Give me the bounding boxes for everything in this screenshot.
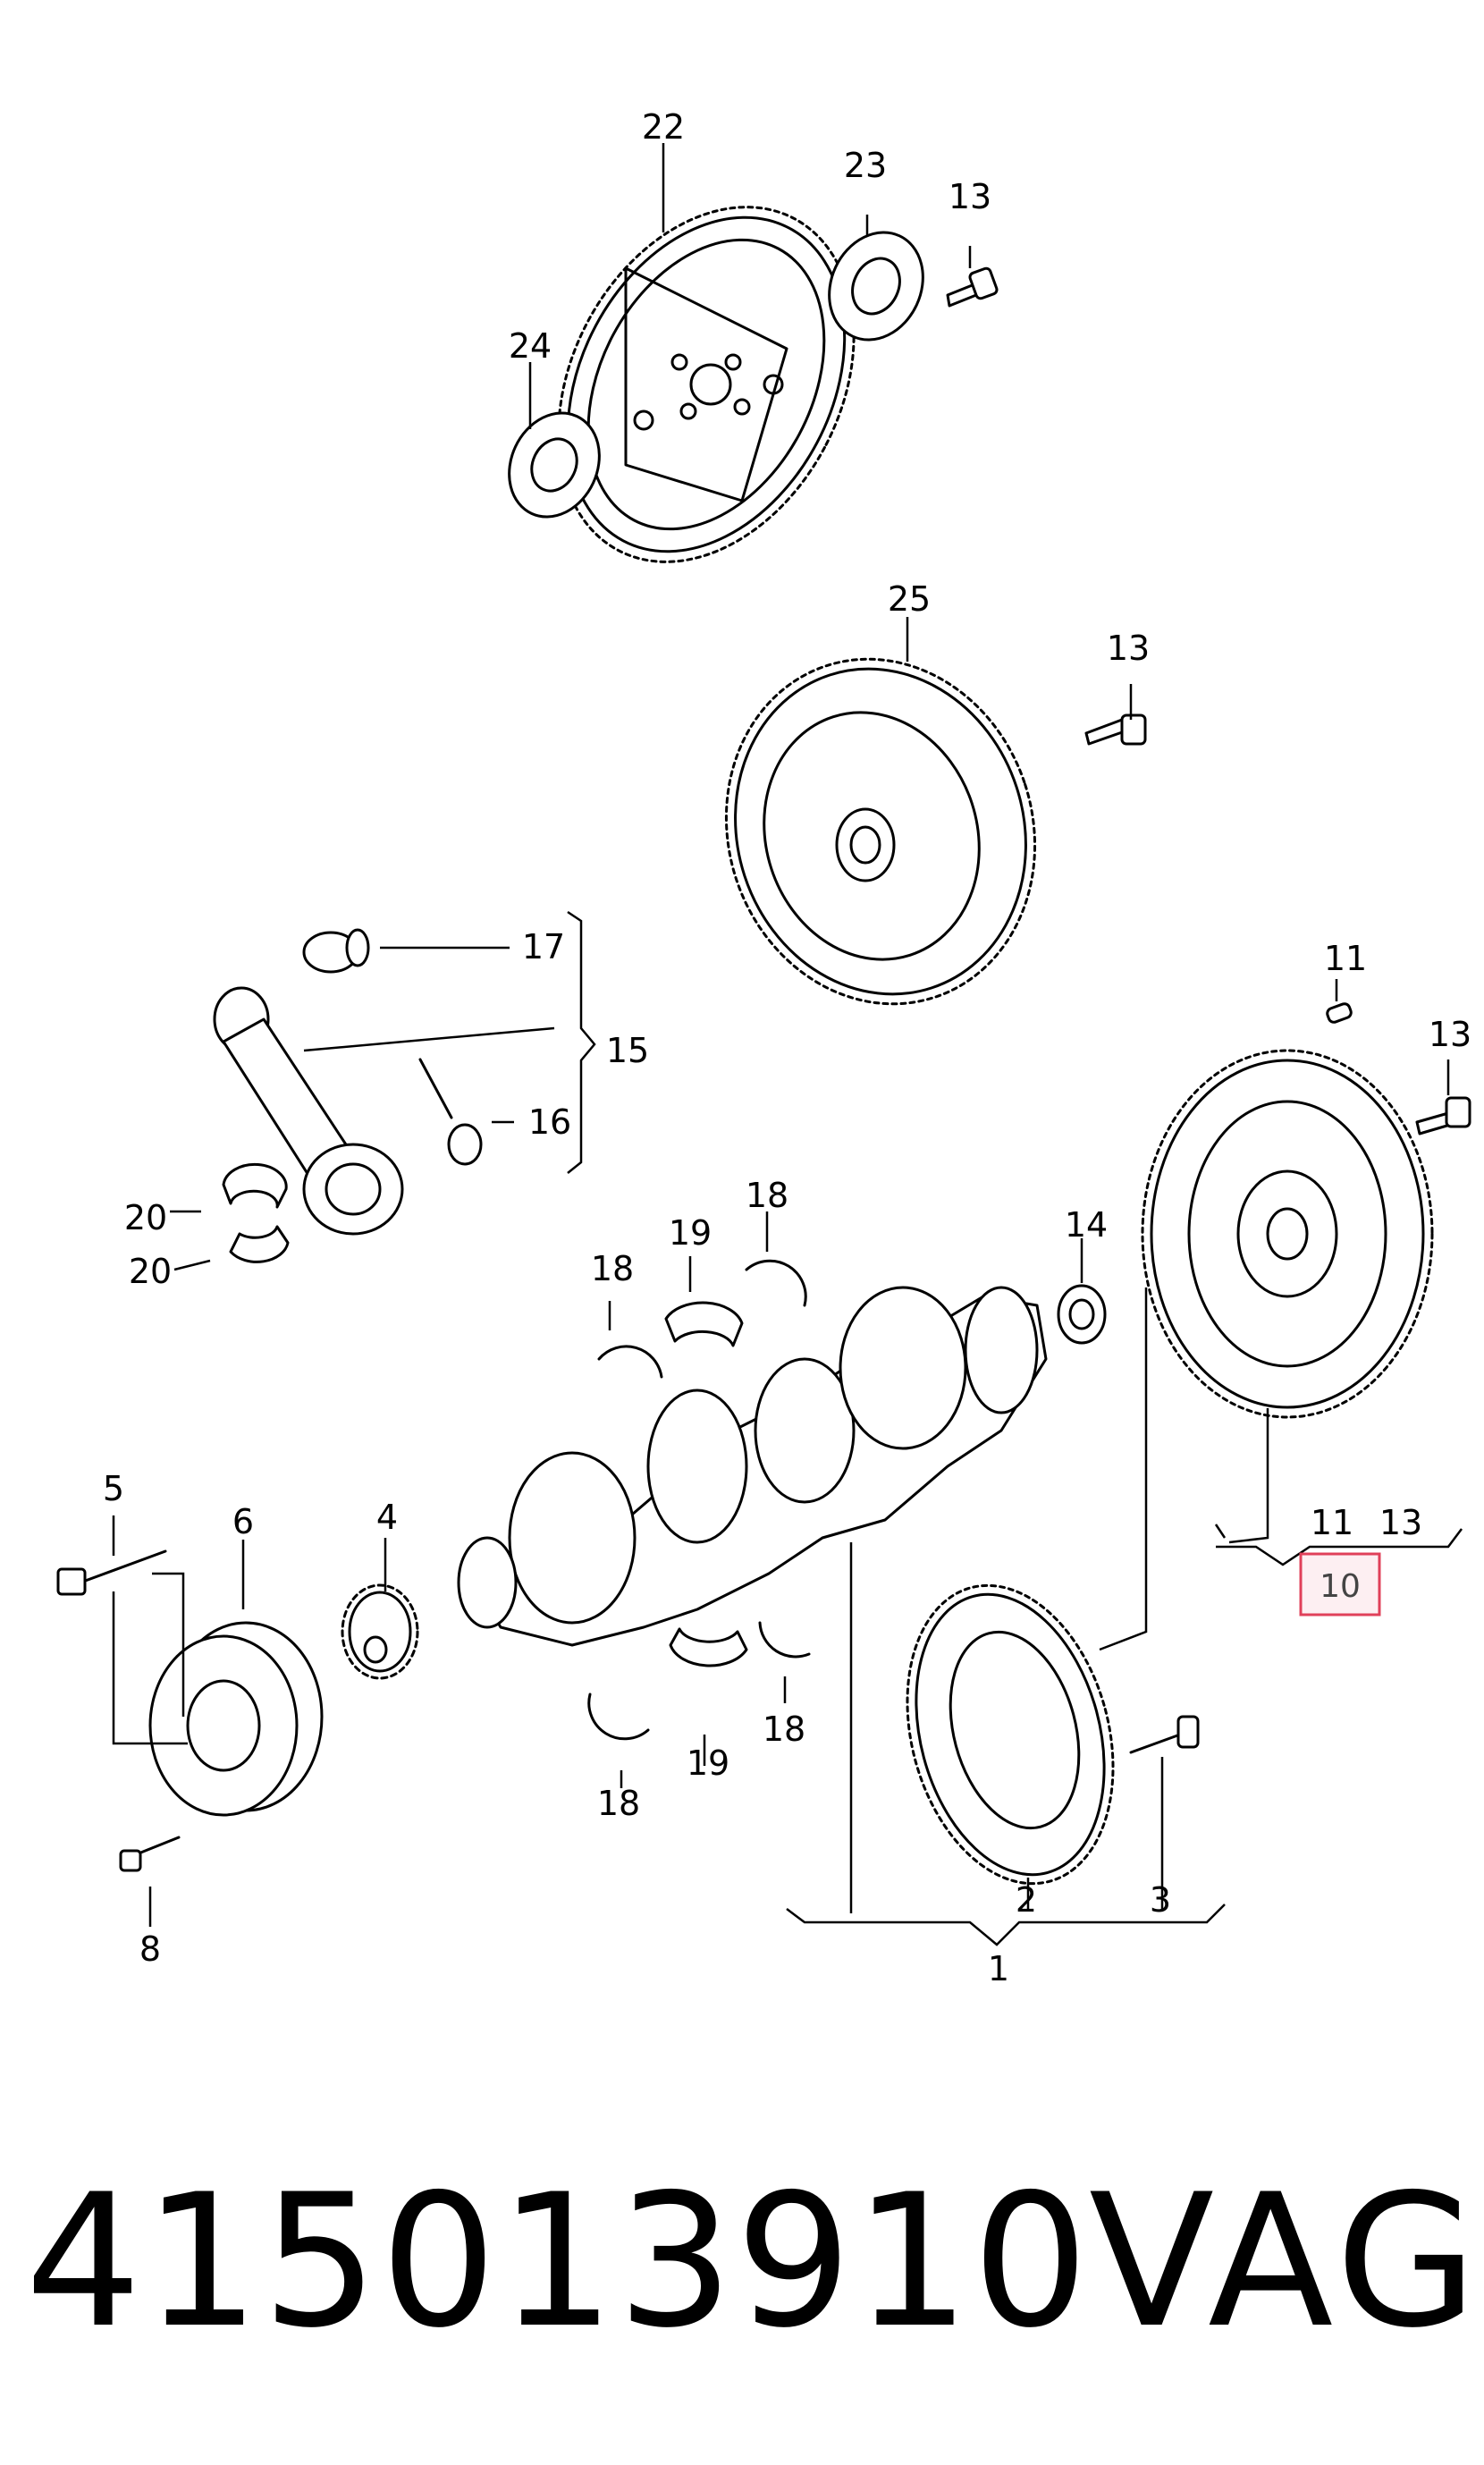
bolt-13-middle [1084,713,1147,746]
label-23: 23 [844,146,887,185]
thrust-washer-18 [587,1259,811,1741]
pulley-6 [148,1621,324,1817]
label-2: 2 [1016,1880,1037,1920]
connecting-rod-15 [213,986,404,1236]
label-14: 14 [1065,1205,1108,1245]
bolt-8 [119,1836,181,1872]
flywheel-10 [1141,1049,1434,1419]
washer-plate-23 [828,231,924,342]
callout-labels: 22 23 13 24 25 13 11 13 17 15 16 20 20 1… [103,107,1471,1988]
bearing-shells-20 [222,1162,290,1263]
label-11-bottom: 11 [1311,1503,1353,1542]
footer: 415013910 VAG [25,2156,1478,2368]
label-24: 24 [509,326,552,366]
label-13-right: 13 [1429,1015,1471,1054]
label-18-upper-left: 18 [591,1249,634,1288]
flywheel-25 [724,657,1037,1006]
label-20-upper: 20 [124,1198,167,1237]
crankshaft [457,1286,1048,1647]
ring-gear-2 [906,1583,1115,1886]
leader-lines [112,143,1463,1946]
needle-bearing-14 [1057,1284,1107,1345]
label-17: 17 [522,927,565,967]
dowel-pin-11 [1326,1002,1353,1024]
sprocket-4 [341,1583,419,1680]
label-8: 8 [139,1929,161,1969]
label-6: 6 [232,1502,254,1541]
rod-bolt-16 [418,1058,483,1166]
bolt-3 [1129,1715,1200,1754]
label-16: 16 [528,1102,571,1142]
label-15: 15 [606,1031,649,1070]
label-11-top: 11 [1324,939,1367,978]
label-19-lower: 19 [687,1743,729,1783]
label-5: 5 [103,1469,124,1508]
drive-plate-22 [557,206,856,563]
bolt-5 [56,1549,167,1596]
highlight-box-10 [1299,1552,1381,1617]
label-13-top: 13 [949,177,991,216]
bolt-13-top [946,266,999,308]
label-19-upper: 19 [669,1213,712,1253]
label-18-lower-right: 18 [763,1709,805,1749]
brand-name: VAG [1089,2156,1483,2368]
label-20-lower: 20 [129,1252,172,1291]
label-1: 1 [988,1949,1009,1988]
label-25: 25 [888,579,931,619]
label-18-lower-left: 18 [597,1784,640,1823]
washer-plate-24 [508,411,601,519]
bolt-13-right [1415,1096,1471,1135]
label-18-upper-right: 18 [746,1176,788,1215]
label-13-middle: 13 [1107,629,1150,668]
bearing-shell-19 [664,1301,748,1667]
part-number: 415013910 [25,2156,1091,2368]
piston-pin-bush-17 [302,928,370,974]
label-22: 22 [642,107,685,147]
label-4: 4 [376,1498,398,1537]
label-10: 10 [1320,1568,1361,1605]
label-3: 3 [1150,1880,1171,1920]
label-13-bottom: 13 [1379,1503,1422,1542]
